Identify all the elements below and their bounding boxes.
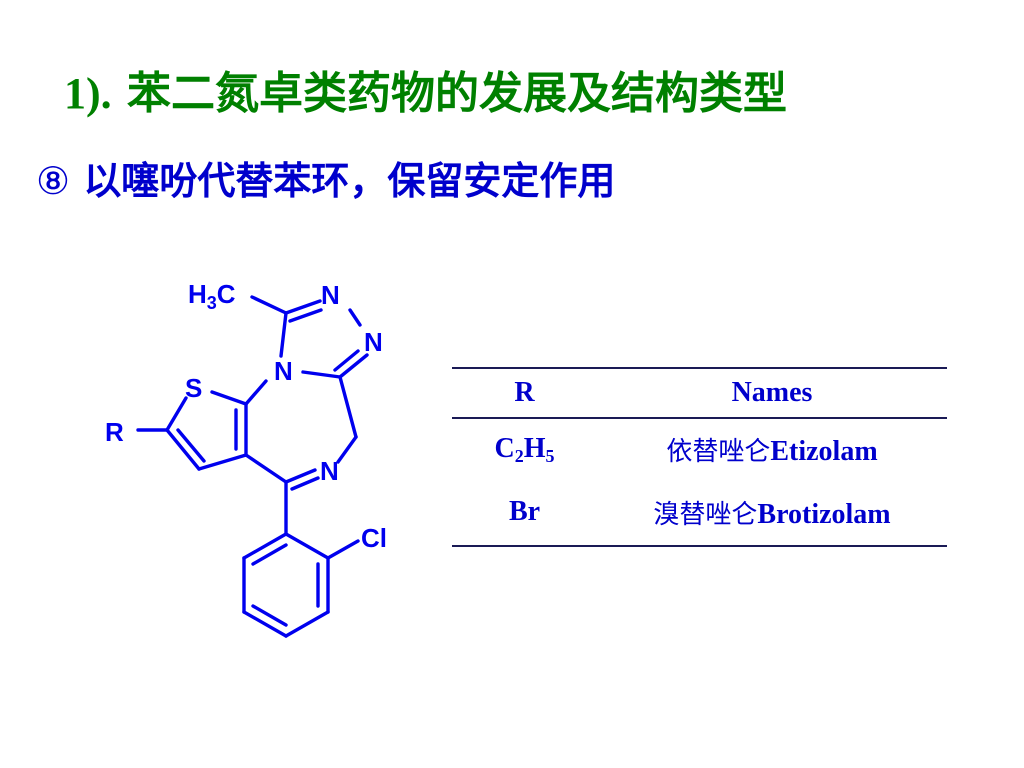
bond-phenyl-1	[284, 532, 330, 560]
bond-c8a-s	[210, 390, 248, 406]
title-text: 苯二氮卓类药物的发展及结构类型	[126, 68, 787, 119]
bond-phenyl-cl	[326, 539, 360, 560]
atom-n-imine: N	[320, 456, 339, 486]
name-en: Brotizolam	[757, 499, 891, 530]
bond-c2-c3-double	[176, 428, 206, 463]
bond-n-center-c8a	[244, 379, 268, 406]
bond-ch2-n-imine	[336, 435, 358, 464]
cell-name: 依替唑仑Etizolam	[597, 418, 947, 480]
r-sub: 2	[514, 445, 524, 466]
methyl-subscript: 3	[207, 293, 217, 313]
title-number: 1).	[64, 69, 112, 118]
bond-c3-c3a	[197, 453, 248, 471]
bond-n-center-c3	[279, 311, 288, 358]
bond-n-imine-c	[284, 468, 317, 484]
methyl-h: H	[188, 279, 207, 309]
bond-n-right-c	[338, 353, 369, 379]
bond-n-imine-c-double	[290, 476, 320, 491]
subtitle-text: 以噻吩代替苯环，保留安定作用	[83, 158, 616, 203]
methyl-label: H3C	[188, 279, 236, 313]
atom-cl: Cl	[361, 523, 387, 553]
cell-r: C2H5	[452, 418, 597, 480]
bond-c-ch2	[338, 375, 358, 439]
bond-phenyl-3	[284, 610, 330, 638]
bond-n-top-n-right	[348, 308, 362, 327]
bond-c3-n-top-double	[288, 308, 323, 323]
bond-c3-methyl	[250, 295, 288, 315]
name-en: Etizolam	[770, 436, 878, 467]
bond-phenyl-6-double	[251, 543, 288, 566]
table-row: Br 溴替唑仑Brotizolam	[452, 480, 947, 546]
slide-title: 1). 苯二氮卓类药物的发展及结构类型	[64, 68, 787, 119]
methyl-c: C	[217, 279, 236, 309]
r-main: Br	[508, 495, 541, 527]
circled-number-8: ⑧	[36, 159, 71, 203]
name-cn: 依替唑仑	[666, 437, 771, 467]
cell-name: 溴替唑仑Brotizolam	[597, 480, 947, 546]
header-r: R	[514, 377, 535, 408]
substituent-table: R Names C2H5 依替唑仑Etizolam Br 溴替唑仑Brotizo…	[452, 367, 947, 547]
table-row: C2H5 依替唑仑Etizolam	[452, 418, 947, 480]
bond-n-right-c-double	[333, 349, 360, 372]
bond-phenyl-4	[242, 610, 288, 638]
atom-s: S	[185, 373, 202, 403]
atom-n-top: N	[321, 280, 340, 310]
bond-phenyl-4-double	[251, 604, 288, 627]
table-header-row: R Names	[452, 368, 947, 418]
header-names: Names	[731, 377, 813, 408]
slide-subtitle: ⑧ 以噻吩代替苯环，保留安定作用	[36, 160, 615, 203]
cell-r: Br	[452, 480, 597, 546]
r-main: C	[494, 432, 515, 464]
r-mid: H	[523, 432, 546, 464]
bond-s-c2	[165, 396, 188, 432]
atom-n-right: N	[364, 327, 383, 357]
bond-c-c3a	[244, 453, 288, 484]
bond-c3-n-top	[284, 299, 322, 315]
bond-c-n-center	[301, 370, 342, 379]
atom-n-center: N	[274, 356, 293, 386]
bond-phenyl-6	[242, 532, 288, 560]
r-sub: 5	[545, 445, 555, 466]
name-cn: 溴替唑仑	[653, 500, 758, 530]
atom-r: R	[105, 417, 124, 447]
bond-c2-c3	[165, 428, 201, 471]
